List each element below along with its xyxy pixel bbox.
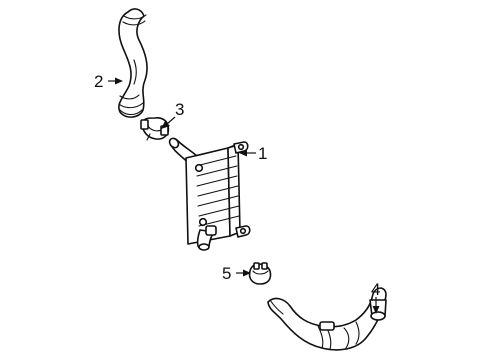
callout-number-1: 1 (258, 144, 267, 163)
upper-hose-part-2 (118, 8, 148, 118)
callout-number-2: 2 (94, 72, 103, 91)
hose-clamp-part-5 (248, 262, 272, 285)
lower-hose-part-4 (267, 287, 387, 351)
callout-5-leader (236, 269, 251, 277)
callout-1-leader (239, 149, 256, 157)
callout-number-5: 5 (222, 264, 231, 283)
hose-clamp-part-3 (140, 117, 170, 141)
callout-2-leader (108, 77, 123, 85)
oil-cooler-part-1 (168, 137, 251, 251)
callout-3-leader (161, 116, 176, 129)
callout-number-3: 3 (175, 100, 184, 119)
callout-4-leader (372, 297, 380, 314)
callout-number-4: 4 (371, 280, 380, 299)
